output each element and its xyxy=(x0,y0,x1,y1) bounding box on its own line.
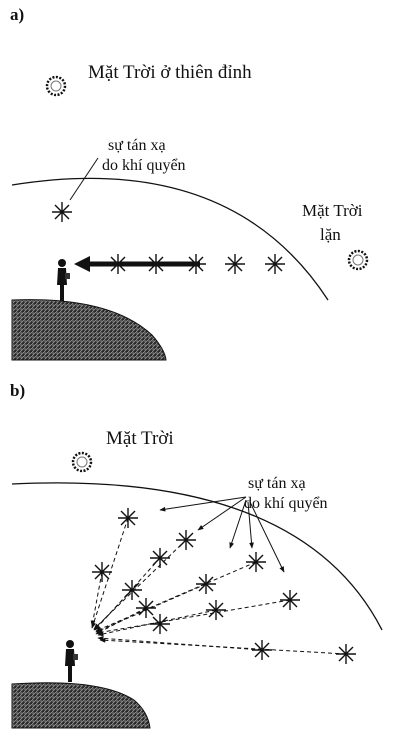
sunset-label-line1: Mặt Trời xyxy=(302,201,363,220)
panel-a: a) Mặt Trời ở thiên đỉnh sự tán xạ do kh… xyxy=(10,5,367,360)
scattered-light-rays xyxy=(92,518,346,654)
scatter-star-a xyxy=(52,202,72,222)
scatter-b-label-line1: sự tán xạ xyxy=(248,475,306,492)
ground-a xyxy=(12,300,166,360)
panel-a-label: a) xyxy=(10,5,24,24)
sun-zenith-icon xyxy=(47,77,65,95)
scattering-stars-b xyxy=(92,508,356,664)
sun-b-label: Mặt Trời xyxy=(106,428,174,449)
observer-b xyxy=(65,640,78,682)
sunlight-ray-arrowhead xyxy=(74,256,90,272)
scatter-label-line1: sự tán xạ xyxy=(108,137,166,154)
sunset-label-line2: lặn xyxy=(320,225,341,244)
sunset-sun-icon xyxy=(349,251,367,269)
panel-b-label: b) xyxy=(10,381,25,400)
observer-a xyxy=(57,259,70,301)
scatter-b-label-line2: do khí quyển xyxy=(244,495,328,512)
ground-b xyxy=(12,683,150,728)
scatter-label-line2: do khí quyển xyxy=(102,157,186,174)
panel-b: b) Mặt Trời sự tán xạ do khí quyển xyxy=(10,381,382,728)
sun-zenith-label: Mặt Trời ở thiên đỉnh xyxy=(88,62,252,83)
sun-b-icon xyxy=(73,453,91,471)
